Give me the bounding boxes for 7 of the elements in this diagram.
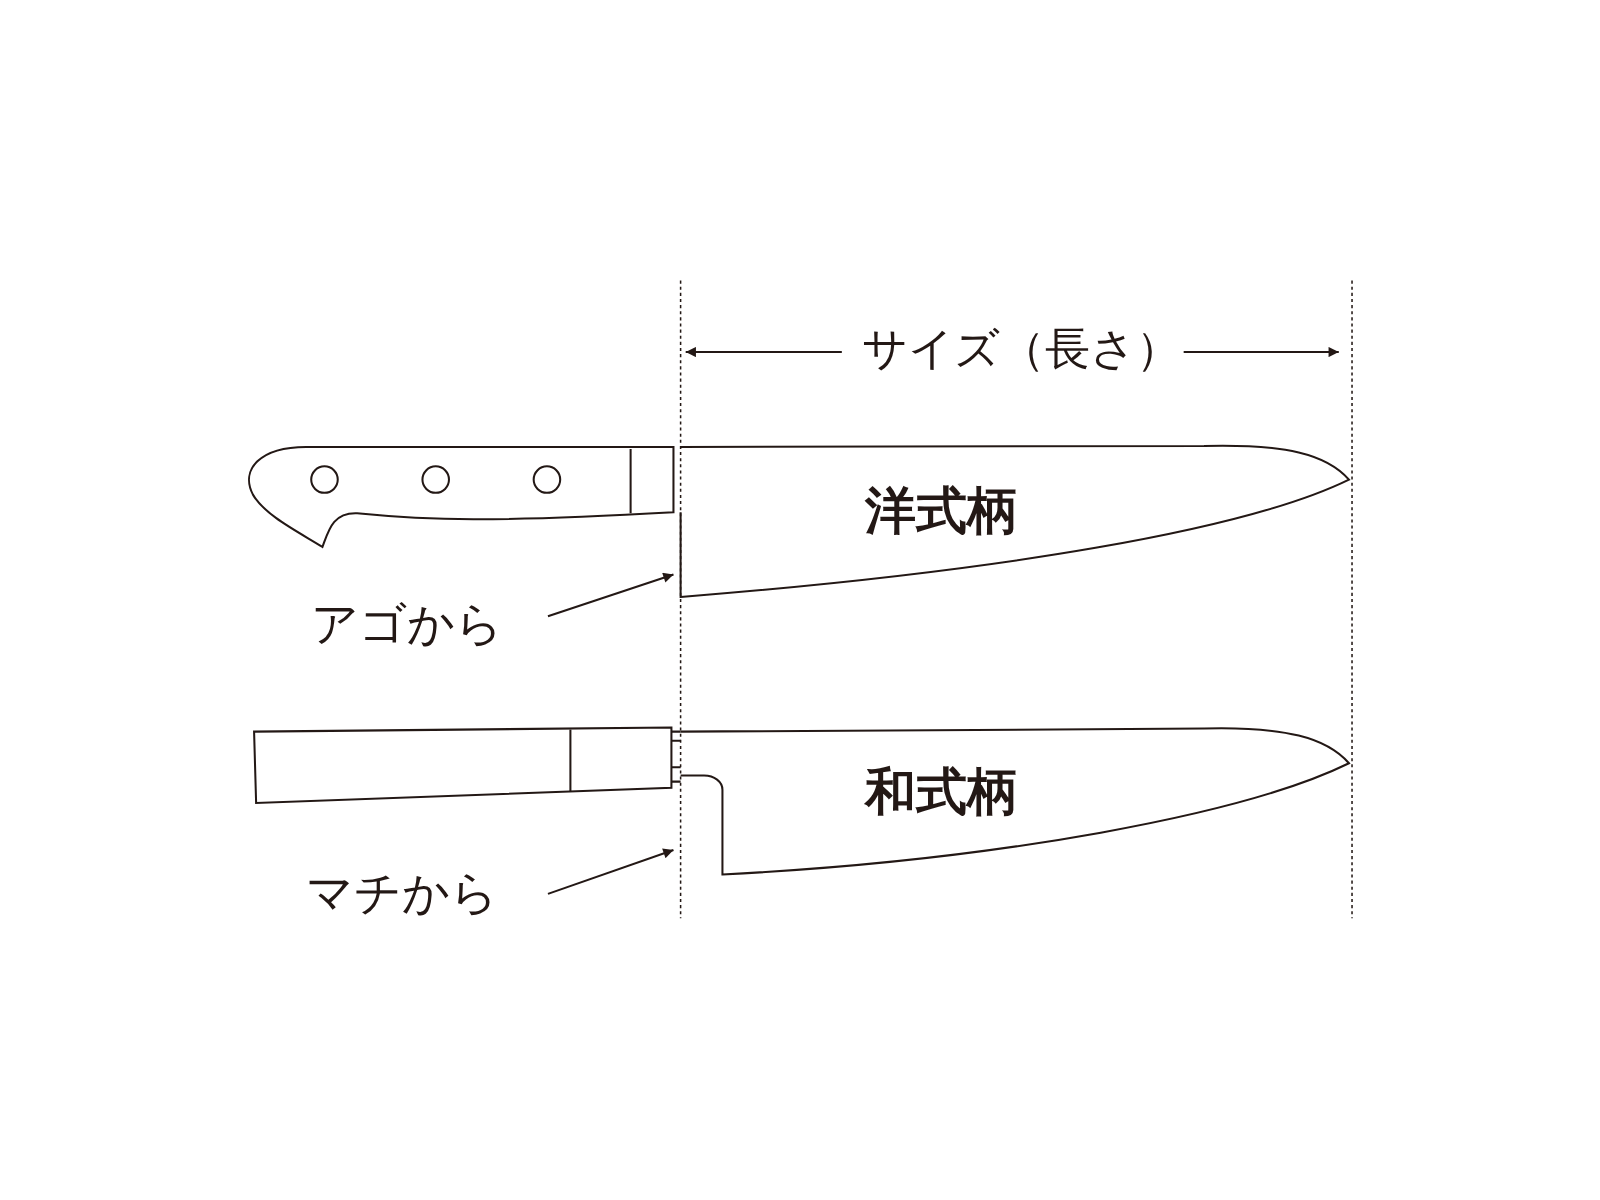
leader-arrow xyxy=(547,848,674,895)
blade-label: 洋式柄 xyxy=(865,484,1019,536)
leader-arrow xyxy=(547,572,674,618)
part-label: マチから xyxy=(306,869,498,917)
dimension-label: サイズ（長さ） xyxy=(862,326,1181,372)
part-label: アゴから xyxy=(311,600,504,647)
blade-label: 和式柄 xyxy=(865,766,1019,818)
